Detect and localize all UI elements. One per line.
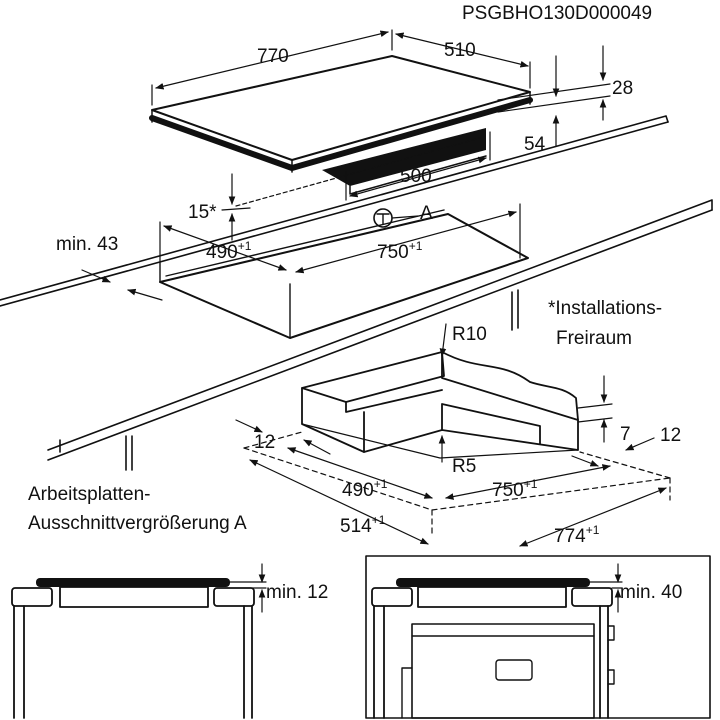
cutout-enlargement-note: Arbeitsplatten- Ausschnittvergrößerung A (28, 484, 247, 534)
hob-body-depth-label: 54 (524, 134, 546, 155)
cutout-dimension-lines (81, 203, 521, 301)
document-code: PSGBHO130D000049 (462, 3, 652, 24)
corner-radius-inner-label: R5 (452, 456, 476, 477)
section-right-illustration (365, 555, 711, 719)
cutout-detail-illustration (235, 323, 671, 547)
enlarged-width-label: 750+1 (492, 477, 538, 501)
edge-offset-right-label: 12 (660, 425, 681, 446)
hob-body-width-label: 500 (400, 166, 432, 187)
cutout-width-label: 750+1 (377, 239, 423, 263)
outer-depth-label: 514+1 (340, 513, 386, 537)
hob-height-label: 28 (612, 78, 633, 99)
hob-depth-label: 510 (444, 40, 476, 61)
outer-width-label: 774+1 (554, 523, 600, 547)
min-front-distance-label: min. 43 (56, 234, 118, 255)
hob-illustration (149, 55, 533, 207)
corner-radius-outer-label: R10 (452, 324, 487, 345)
clearance-angle-label: 15* (188, 202, 217, 223)
min-gap-left-label: min. 12 (266, 582, 328, 603)
section-left-illustration (11, 563, 267, 719)
step-height-label: 7 (620, 424, 631, 445)
min-gap-right-label: min. 40 (620, 582, 682, 603)
enlarged-depth-label: 490+1 (342, 477, 388, 501)
hob-dimension-lines (151, 29, 611, 241)
installation-space-note: *Installations- Freiraum (548, 298, 667, 349)
hob-width-label: 770 (257, 46, 289, 67)
edge-offset-label: 12 (254, 432, 275, 453)
detail-marker-label: A (420, 203, 433, 224)
cutout-depth-label: 490+1 (206, 239, 252, 263)
